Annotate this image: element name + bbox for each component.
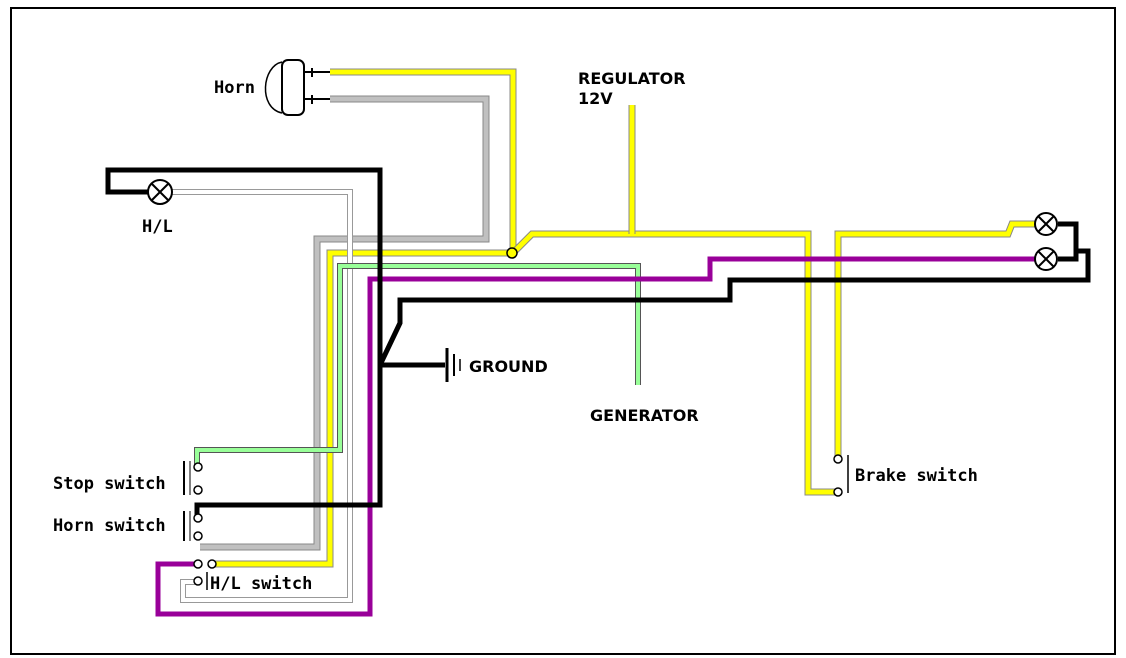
regulator-voltage-label: 12V: [578, 89, 613, 108]
brake-yellow-wire: [834, 220, 1036, 458]
headlight-lamp-icon: [147, 179, 173, 205]
headlight-label: H/L: [142, 217, 173, 237]
horn-label: Horn: [214, 78, 255, 98]
generator-green-wire: [194, 263, 641, 466]
ground-icon: [445, 348, 461, 382]
regulator-label: REGULATOR: [578, 69, 686, 88]
hl-switch-label: H/L switch: [210, 574, 312, 594]
main-yellow-wire: [210, 230, 838, 568]
hl-switch-icon: [193, 559, 217, 590]
brake-switch-icon: [833, 454, 849, 497]
generator-label: GENERATOR: [590, 406, 699, 425]
horn-switch-label: Horn switch: [53, 516, 166, 536]
stop-switch-icon: [183, 461, 203, 495]
horn-switch-icon: [183, 511, 203, 541]
horn-yellow-wire: [330, 68, 517, 251]
black-ground-wire: [105, 167, 1091, 518]
junction-dot: [506, 247, 518, 259]
stop-switch-label: Stop switch: [53, 474, 166, 494]
ground-label: GROUND: [469, 357, 548, 376]
horn-icon: [264, 59, 330, 116]
tail-lamp-upper-icon: [1034, 212, 1058, 236]
horn-gray-wire: [200, 95, 490, 551]
tail-lamp-lower-icon: [1034, 247, 1058, 271]
brake-switch-label: Brake switch: [855, 466, 978, 486]
headlight-white-wire: [172, 189, 353, 603]
purple-wire: [155, 256, 1036, 617]
diagram-frame: [10, 7, 1116, 655]
